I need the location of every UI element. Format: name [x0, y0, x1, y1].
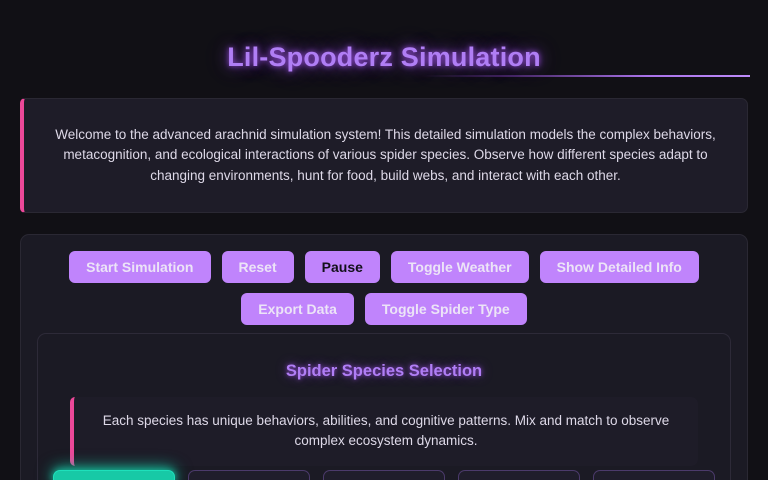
control-button-toggle-weather[interactable]: Toggle Weather	[390, 251, 529, 283]
welcome-message: Welcome to the advanced arachnid simulat…	[20, 98, 748, 213]
title-underline-divider	[20, 75, 750, 77]
control-button-row-secondary: Export Data Toggle Spider Type	[35, 293, 733, 325]
species-description: Each species has unique behaviors, abili…	[70, 397, 698, 466]
species-selection-title: Spider Species Selection	[285, 362, 483, 380]
control-button-pause[interactable]: Pause	[304, 251, 380, 283]
species-card[interactable]	[53, 470, 175, 480]
control-button-toggle-spider-type[interactable]: Toggle Spider Type	[364, 293, 527, 325]
species-card[interactable]	[458, 470, 580, 480]
species-selection-panel: Spider Species Selection Each species ha…	[37, 333, 731, 480]
control-button-export-data[interactable]: Export Data	[241, 293, 354, 325]
species-card[interactable]	[188, 470, 310, 480]
control-button-row-primary: Start Simulation Reset Pause Toggle Weather…	[35, 251, 733, 283]
species-card[interactable]	[323, 470, 445, 480]
page-title: Lil-Spooderz Simulation	[227, 42, 541, 72]
welcome-section: Welcome to the advanced arachnid simulat…	[20, 98, 748, 213]
control-button-start-simulation[interactable]: Start Simulation	[69, 251, 211, 283]
control-button-show-detailed-info[interactable]: Show Detailed Info	[539, 251, 699, 283]
species-card[interactable]	[593, 470, 715, 480]
species-note-wrapper: Each species has unique behaviors, abili…	[54, 397, 714, 466]
species-card-list	[53, 470, 715, 480]
control-button-reset[interactable]: Reset	[221, 251, 294, 283]
